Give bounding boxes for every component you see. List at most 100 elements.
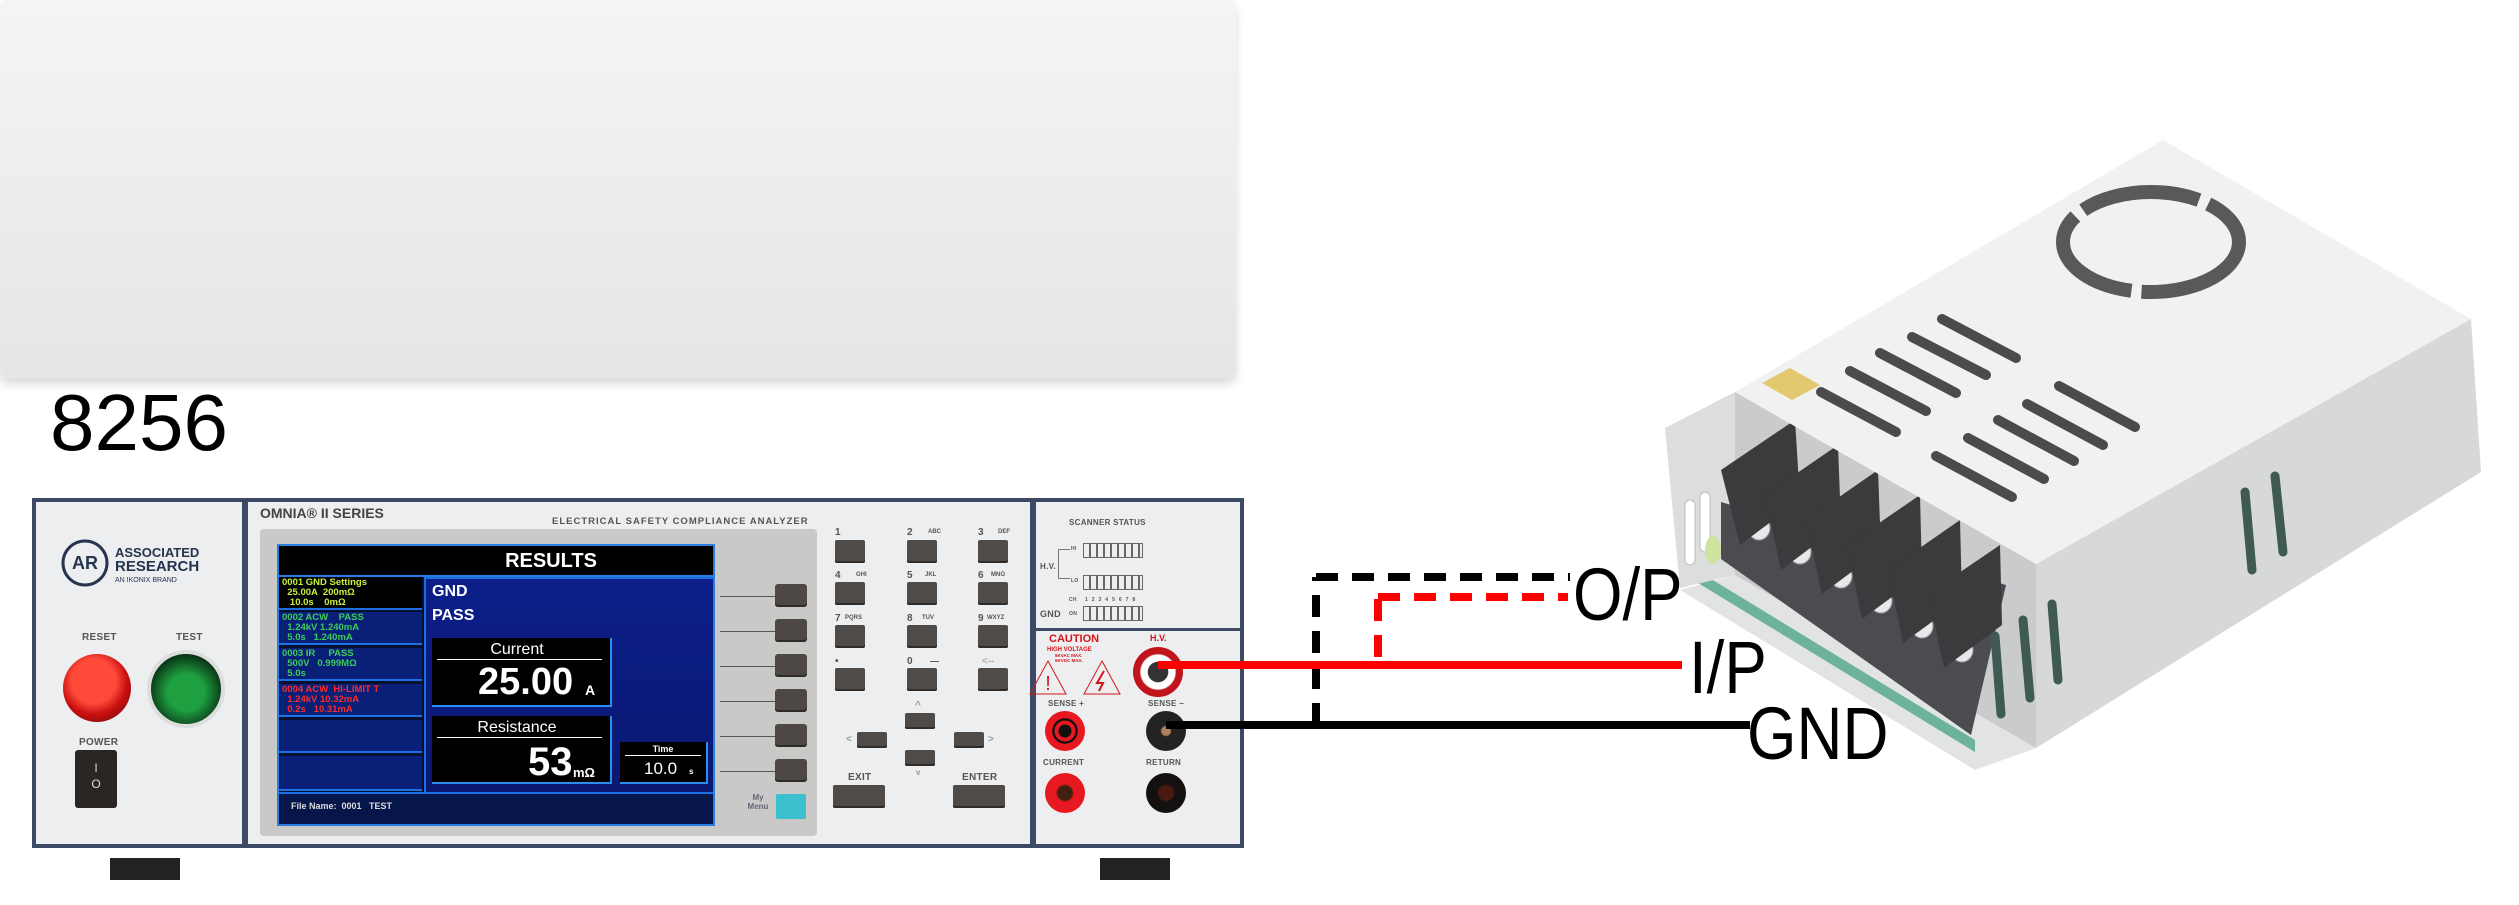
exit-button[interactable] xyxy=(833,785,885,808)
key-4[interactable] xyxy=(835,582,865,605)
instrument-subtitle: ELECTRICAL SAFETY COMPLIANCE ANALYZER xyxy=(552,516,809,527)
softkey-3[interactable] xyxy=(775,654,807,677)
my-menu-label: My Menu xyxy=(747,793,769,811)
key-9[interactable] xyxy=(978,625,1008,648)
key-1[interactable] xyxy=(835,540,865,563)
key-8[interactable] xyxy=(907,625,937,648)
psu-terminal-barriers xyxy=(1721,420,2002,668)
key-number: 0 xyxy=(907,656,913,667)
step-row-1[interactable]: 0001 GND Settings 25.00A 200mΩ 10.0s 0mΩ xyxy=(279,577,422,610)
arrow-up-button[interactable] xyxy=(905,713,935,729)
key-backspace[interactable] xyxy=(978,668,1008,691)
power-switch[interactable]: I O xyxy=(75,750,117,808)
psu-top-face xyxy=(1735,140,2471,564)
key-7[interactable] xyxy=(835,625,865,648)
time-value: 10.0 xyxy=(644,759,678,778)
sense-minus-jack[interactable] xyxy=(1146,711,1186,751)
key-2[interactable] xyxy=(907,540,937,563)
arrow-up-icon: ^ xyxy=(915,700,921,711)
softkey-line xyxy=(720,596,775,597)
step-row-2[interactable]: 0002 ACW PASS 1.24kV 1.240mA 5.0s 1.240m… xyxy=(279,612,422,645)
softkey-1[interactable] xyxy=(775,584,807,607)
key-5[interactable] xyxy=(907,582,937,605)
current-label: Current xyxy=(490,641,544,658)
vac-rating: 5KVAC MAX. xyxy=(1055,653,1083,658)
arrow-left-icon: < xyxy=(846,734,852,745)
step-text: 0004 ACW HI-LIMIT T 1.24kV 10.32mA 0.2s … xyxy=(282,684,380,715)
arrow-left-button[interactable] xyxy=(857,732,887,748)
associated-research-logo-icon: AR xyxy=(61,539,109,587)
my-menu-button[interactable] xyxy=(776,794,806,819)
scanner-hv-label: H.V. xyxy=(1040,562,1057,571)
scanner-on-label: ON xyxy=(1069,611,1078,617)
instrument-foot-left xyxy=(110,858,180,880)
key-number: <-- xyxy=(982,656,995,667)
svg-text:AR: AR xyxy=(72,553,98,573)
key-0[interactable] xyxy=(907,668,937,691)
softkey-4[interactable] xyxy=(775,689,807,712)
step-row-3[interactable]: 0003 IR PASS 500V 0.999MΩ 5.0s xyxy=(279,648,422,681)
softkey-line xyxy=(720,771,775,772)
vdc-rating: 6KVDC MAX. xyxy=(1055,658,1083,663)
key-number: 5 xyxy=(907,570,913,581)
reset-button[interactable] xyxy=(63,654,131,722)
sense-minus-label: SENSE − xyxy=(1148,699,1185,708)
softkey-line xyxy=(720,701,775,702)
key-3[interactable] xyxy=(978,540,1008,563)
key-letters: ABC xyxy=(928,529,941,535)
reset-label: RESET xyxy=(82,632,117,643)
power-on-mark: I xyxy=(94,761,98,775)
high-voltage-label: HIGH VOLTAGE xyxy=(1047,647,1092,653)
step-text: 0003 IR PASS 500V 0.999MΩ 5.0s xyxy=(282,648,357,679)
enter-button[interactable] xyxy=(953,785,1005,808)
key-6[interactable] xyxy=(978,582,1008,605)
scanner-gnd-leds xyxy=(1083,606,1143,621)
key-decimal[interactable] xyxy=(835,668,865,691)
step-row-4[interactable]: 0004 ACW HI-LIMIT T 1.24kV 10.32mA 0.2s … xyxy=(279,684,422,717)
resistance-unit: mΩ xyxy=(573,765,595,780)
hv-jack[interactable] xyxy=(1133,647,1183,697)
scanner-ch-label: CH xyxy=(1069,597,1077,603)
caution-label: CAUTION xyxy=(1049,633,1100,645)
current-jack[interactable] xyxy=(1045,773,1085,813)
key-letters: MNO xyxy=(991,572,1005,578)
psu-flange-slot xyxy=(1684,499,1696,566)
time-box: Time 10.0 s xyxy=(620,742,708,784)
key-number: • xyxy=(835,656,839,667)
key-number: 7 xyxy=(835,613,841,624)
step-row-5[interactable] xyxy=(279,720,422,753)
test-button[interactable] xyxy=(147,650,225,728)
softkey-6[interactable] xyxy=(775,759,807,782)
model-label: 8256 xyxy=(50,378,228,467)
current-value: 25.00 xyxy=(478,661,574,703)
key-number: 4 xyxy=(835,570,841,581)
brand-line2: RESEARCH xyxy=(115,558,200,575)
softkey-line xyxy=(720,666,775,667)
power-label: POWER xyxy=(79,737,119,748)
key-letters: DEF xyxy=(998,529,1010,535)
current-terminal-label: CURRENT xyxy=(1043,758,1085,767)
ground-label: GND xyxy=(1747,692,1889,775)
key-number: 1 xyxy=(835,527,841,538)
key-number: 2 xyxy=(907,527,913,538)
scanner-lo-label: LO xyxy=(1071,578,1079,584)
return-jack[interactable] xyxy=(1146,773,1186,813)
key-letters: WXYZ xyxy=(987,615,1005,621)
key-number: 9 xyxy=(978,613,984,624)
warning-triangles-icon: ! xyxy=(1029,659,1121,695)
brand-line3: AN IKONIX BRAND xyxy=(115,577,177,584)
softkey-5[interactable] xyxy=(775,724,807,747)
step-row-6[interactable] xyxy=(279,756,422,791)
file-name: File Name: 0001 TEST xyxy=(291,801,393,811)
arrow-down-button[interactable] xyxy=(905,750,935,766)
softkey-line xyxy=(720,631,775,632)
sense-plus-jack[interactable] xyxy=(1045,711,1085,751)
psu-vent-slots xyxy=(1816,314,2140,502)
test-status: PASS xyxy=(432,607,475,624)
softkey-line xyxy=(720,736,775,737)
arrow-right-button[interactable] xyxy=(954,732,984,748)
key-letters: GHI xyxy=(856,572,867,578)
softkey-2[interactable] xyxy=(775,619,807,642)
safety-analyzer-instrument xyxy=(0,0,1236,378)
